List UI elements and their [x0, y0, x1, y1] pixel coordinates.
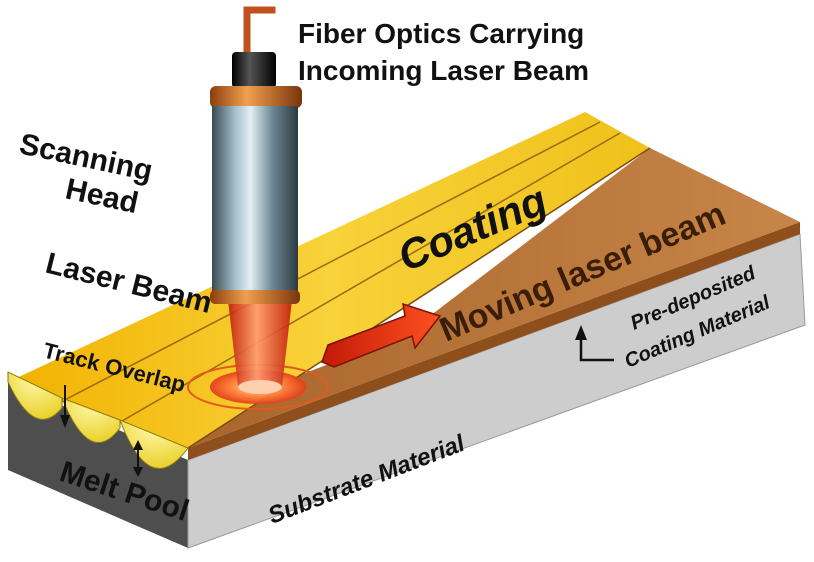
- moving-direction-arrow: [321, 302, 442, 368]
- scanning-head: [210, 6, 302, 304]
- laser-beam-label: Laser Beam: [42, 247, 215, 320]
- scanning-head-body: [212, 106, 298, 292]
- coating-top-yellow: [8, 112, 650, 448]
- predeposited-top-brown: [188, 148, 800, 448]
- coating-layer: [7, 112, 800, 469]
- track-line: [54, 121, 601, 406]
- track-line: [109, 132, 621, 429]
- laser-beam: [228, 300, 292, 394]
- fiber-optics-label-line2: Incoming Laser Beam: [298, 55, 589, 86]
- substrate-left-face: [8, 382, 188, 548]
- substrate-front-face: [187, 233, 806, 549]
- melt-pool-beads: [7, 371, 189, 469]
- substrate-block: [8, 222, 806, 549]
- fiber-optics-label: Fiber Optics Carrying: [298, 18, 584, 49]
- fiber-optic-cable: [243, 6, 276, 54]
- coating-front-edge: [188, 222, 800, 460]
- pointer-arrows: [60, 325, 614, 477]
- fiber-connector: [232, 52, 276, 88]
